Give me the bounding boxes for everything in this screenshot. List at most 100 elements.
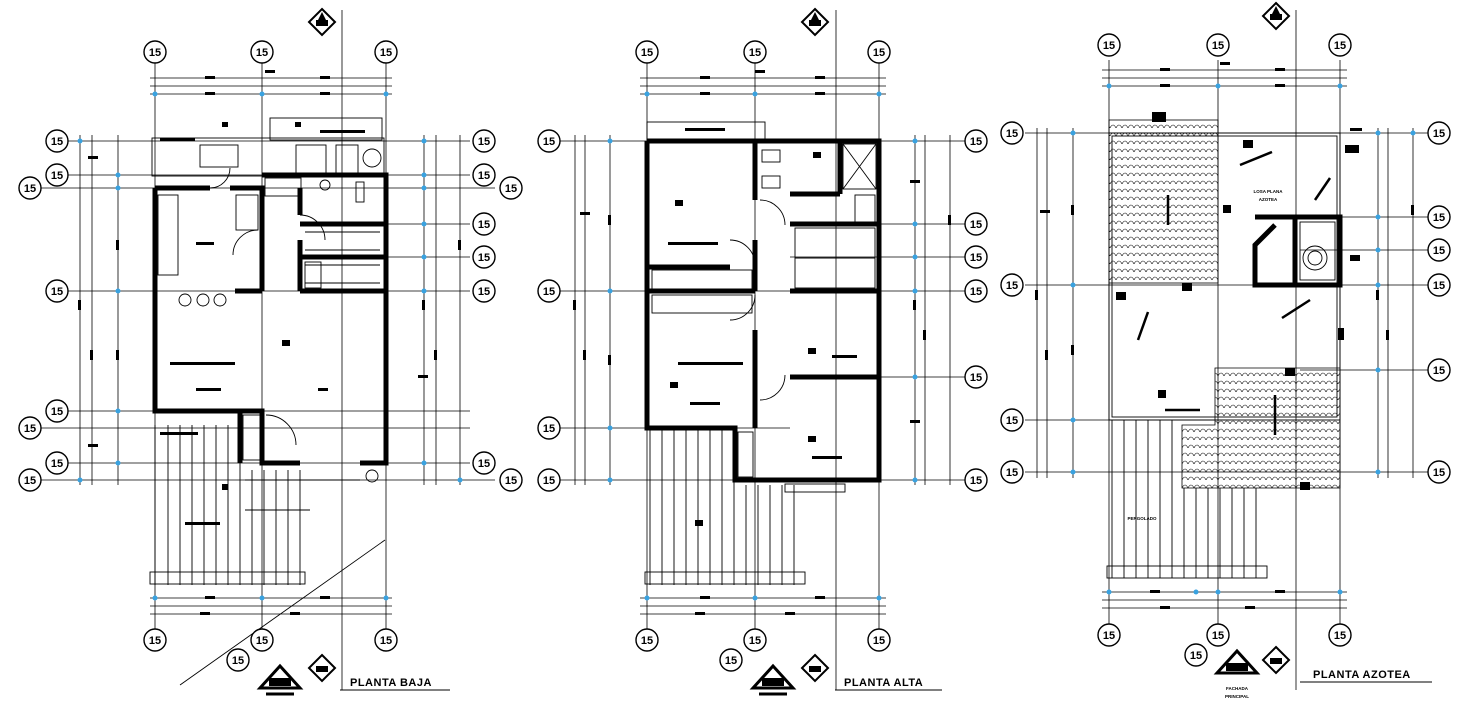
axis-bubble: 15 <box>499 176 523 200</box>
svg-text:15: 15 <box>380 47 392 59</box>
north-arrow-icon <box>1261 1 1291 31</box>
facade-marker-icon <box>256 663 304 696</box>
walls <box>1108 112 1343 490</box>
facade-label-2: PRINCIPAL <box>1225 694 1249 699</box>
axis-bubble: 15 <box>1427 273 1451 297</box>
axis-bubble: 15 <box>472 129 496 153</box>
axis-bubble: 15 <box>964 279 988 303</box>
svg-text:15: 15 <box>1433 128 1445 140</box>
north-arrow-icon <box>1261 645 1291 675</box>
axis-bubble: 15 <box>1206 623 1230 647</box>
svg-text:15: 15 <box>24 183 36 195</box>
axis-bubble: 15 <box>1000 121 1024 145</box>
axis-bubbles: 15 15 15 15 15 15 15 15 15 15 15 15 15 1… <box>537 40 988 672</box>
svg-text:15: 15 <box>478 136 490 148</box>
plan-planta-baja: 15 15 15 15 15 15 15 15 15 15 15 15 15 1… <box>18 7 523 696</box>
axis-bubble: 15 <box>45 399 69 423</box>
svg-text:15: 15 <box>478 170 490 182</box>
axis-bubbles: 15 15 15 15 15 15 15 15 15 15 15 15 15 1… <box>1000 33 1451 667</box>
svg-text:15: 15 <box>970 219 982 231</box>
axis-bubble: 15 <box>743 628 767 652</box>
axis-bubble: 15 <box>18 468 42 492</box>
axis-bubble: 15 <box>719 648 743 672</box>
svg-text:15: 15 <box>1006 467 1018 479</box>
axis-bubble: 15 <box>472 451 496 475</box>
axis-bubble: 15 <box>226 648 250 672</box>
pergola <box>644 430 806 585</box>
walls <box>644 138 882 483</box>
svg-text:15: 15 <box>543 475 555 487</box>
north-arrow-icon <box>800 653 830 683</box>
svg-text:15: 15 <box>51 286 63 298</box>
axis-bubble: 15 <box>964 129 988 153</box>
svg-text:15: 15 <box>749 47 761 59</box>
svg-text:15: 15 <box>873 47 885 59</box>
svg-text:15: 15 <box>1334 40 1346 52</box>
axis-bubble: 15 <box>45 129 69 153</box>
axis-bubble: 15 <box>1000 408 1024 432</box>
svg-text:15: 15 <box>505 475 517 487</box>
north-arrow-icon <box>307 7 337 37</box>
plan-title: PLANTA BAJA <box>350 677 432 689</box>
grid-lines <box>1025 10 1430 690</box>
svg-text:15: 15 <box>24 475 36 487</box>
axis-bubble: 15 <box>964 245 988 269</box>
slab-label: LOSA PLANA <box>1253 189 1283 194</box>
svg-text:15: 15 <box>873 635 885 647</box>
svg-text:15: 15 <box>256 47 268 59</box>
svg-text:15: 15 <box>1006 280 1018 292</box>
svg-text:15: 15 <box>641 635 653 647</box>
svg-text:15: 15 <box>970 252 982 264</box>
svg-text:15: 15 <box>725 655 737 667</box>
svg-text:15: 15 <box>478 458 490 470</box>
axis-bubble: 15 <box>1427 205 1451 229</box>
north-arrow-icon <box>307 653 337 683</box>
svg-text:15: 15 <box>1212 40 1224 52</box>
plan-title: PLANTA AZOTEA <box>1313 669 1411 681</box>
axis-bubble: 15 <box>18 416 42 440</box>
axis-bubble: 15 <box>1000 460 1024 484</box>
axis-bubble: 15 <box>964 365 988 389</box>
svg-text:15: 15 <box>232 655 244 667</box>
axis-bubble: 15 <box>18 176 42 200</box>
axis-bubble: 15 <box>143 40 167 64</box>
fixtures <box>151 117 386 686</box>
svg-text:15: 15 <box>380 635 392 647</box>
grid-dots <box>77 91 463 601</box>
axis-bubble: 15 <box>537 416 561 440</box>
svg-text:15: 15 <box>970 475 982 487</box>
axis-bubble: 15 <box>472 245 496 269</box>
svg-text:15: 15 <box>505 183 517 195</box>
axis-bubble: 15 <box>1427 238 1451 262</box>
svg-text:15: 15 <box>1190 650 1202 662</box>
axis-bubble: 15 <box>537 279 561 303</box>
svg-text:15: 15 <box>149 635 161 647</box>
svg-text:15: 15 <box>1433 467 1445 479</box>
svg-text:15: 15 <box>970 286 982 298</box>
plan-planta-alta: 15 15 15 15 15 15 15 15 15 15 15 15 15 1… <box>537 7 988 696</box>
svg-text:15: 15 <box>51 136 63 148</box>
facade-marker-icon <box>1213 648 1261 675</box>
axis-bubble: 15 <box>374 628 398 652</box>
pergola <box>1106 420 1268 579</box>
svg-text:15: 15 <box>1433 212 1445 224</box>
axis-bubble: 15 <box>250 628 274 652</box>
axis-bubble: 15 <box>45 279 69 303</box>
svg-text:15: 15 <box>478 219 490 231</box>
axis-bubble: 15 <box>537 468 561 492</box>
fixtures <box>646 121 877 493</box>
axis-bubble: 15 <box>1328 33 1352 57</box>
axis-bubble: 15 <box>537 129 561 153</box>
axis-bubble: 15 <box>472 279 496 303</box>
axis-bubble: 15 <box>964 468 988 492</box>
svg-text:15: 15 <box>641 47 653 59</box>
axis-bubble: 15 <box>1427 121 1451 145</box>
svg-text:15: 15 <box>543 423 555 435</box>
axis-bubble: 15 <box>867 40 891 64</box>
axis-bubble: 15 <box>143 628 167 652</box>
axis-bubble: 15 <box>867 628 891 652</box>
axis-bubble: 15 <box>743 40 767 64</box>
svg-text:15: 15 <box>478 252 490 264</box>
room-tags <box>160 122 365 525</box>
